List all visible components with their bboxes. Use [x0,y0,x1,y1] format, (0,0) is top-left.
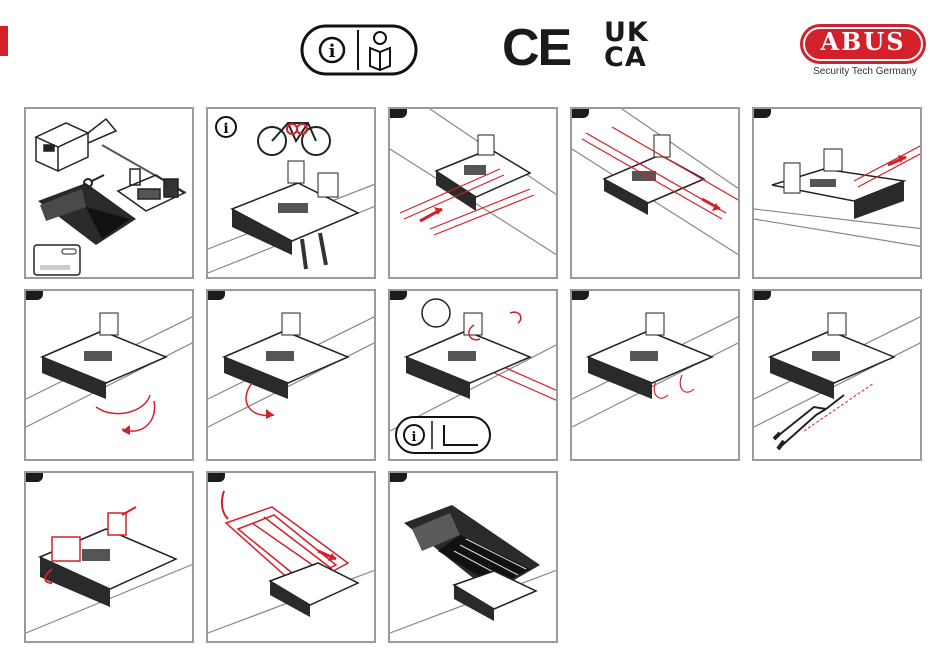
panel-step-3 [752,107,922,279]
bracket [770,313,894,399]
detail-circle [422,299,450,327]
panel-step-10 [206,471,376,643]
ce-mark: CE [502,18,570,78]
panel-step-7 [570,289,740,461]
info-icon: i [320,38,344,62]
bracket [224,313,348,399]
svg-text:i: i [329,41,336,62]
panel-step-1 [388,107,558,279]
brand-name: ABUS [802,27,924,56]
bracket [588,313,712,399]
panel-step-6: i [388,289,558,461]
strap-arrow [96,395,155,431]
bracket [118,169,184,211]
panel-step-4 [24,289,194,461]
ukca-bottom: CA [604,45,649,70]
bracket [232,161,358,269]
svg-text:i: i [223,121,228,137]
panel-step-11 [388,471,558,643]
panel-step-8 [752,289,922,461]
bracket [270,563,358,617]
svg-text:i: i [412,430,417,445]
bicycle-icon [258,123,330,155]
panel-step-5 [206,289,376,461]
allen-key-badge: i [396,417,490,453]
bracket [436,135,530,211]
bracket [406,313,530,399]
info-icon: i [216,117,236,137]
code-card [34,245,80,275]
brand-tagline: Security Tech Germany [806,66,924,77]
folding-lock [38,183,136,245]
bracket [40,513,176,607]
bracket [42,313,166,399]
bracket [772,149,904,219]
read-manual-icon [370,32,390,70]
panel-contents [24,107,194,279]
panel-step-2 [570,107,740,279]
ukca-mark: UK CA [604,20,649,70]
bracket [454,571,536,621]
panel-position-on-bike: i [206,107,376,279]
page-edge-marker [0,26,8,56]
read-manual-badge: i [300,24,420,76]
bracket [604,135,704,215]
pliers-icon [774,395,844,449]
panel-step-9 [24,471,194,643]
